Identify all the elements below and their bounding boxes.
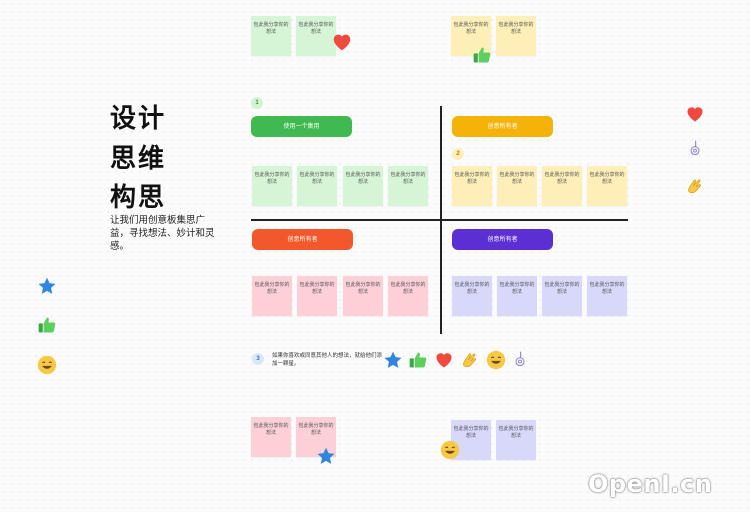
watermark: OpenI.cn [588, 470, 713, 498]
sticky-note[interactable]: 包此我分享你的想法 [451, 16, 491, 56]
title-line-2: 思维 [110, 144, 167, 174]
step-badge-2: 2 [452, 148, 464, 160]
sticky-note[interactable]: 包此我分享你的想法 [497, 166, 537, 206]
title-line-3: 构思 [110, 183, 167, 213]
heart-icon[interactable] [685, 104, 705, 124]
heart-icon[interactable] [434, 350, 454, 370]
sticky-note[interactable]: 包此我分享你的想法 [252, 276, 292, 316]
sticky-note[interactable]: 包此我分享你的想法 [496, 420, 536, 460]
thumbs-up-icon[interactable] [472, 45, 492, 65]
sticky-note[interactable]: 包此我分享你的想法 [343, 276, 383, 316]
title-line-1: 设计 [110, 104, 167, 134]
sticky-note[interactable]: 包此我分享你的想法 [452, 276, 492, 316]
sticky-note[interactable]: 包此我分享你的想法 [542, 166, 582, 206]
sticky-note[interactable]: 包此我分享你的想法 [452, 166, 492, 206]
sticky-note[interactable]: 包此我分享你的想法 [497, 276, 537, 316]
sticky-note[interactable]: 包此我分享你的想法 [296, 417, 336, 457]
sticky-note[interactable]: 包此我分享你的想法 [496, 16, 536, 56]
ok-hand-icon[interactable] [512, 350, 528, 368]
sticky-note[interactable]: 包此我分享你的想法 [252, 166, 292, 206]
sticky-note[interactable]: 包此我分享你的想法 [542, 276, 582, 316]
smile-icon[interactable] [440, 440, 460, 460]
heart-icon[interactable] [331, 31, 353, 53]
sticky-note[interactable]: 包此我分享你的想法 [388, 276, 428, 316]
sticky-note[interactable]: 包此我分享你的想法 [343, 166, 383, 206]
star-icon[interactable] [37, 276, 57, 296]
thumbs-up-icon[interactable] [408, 350, 428, 370]
pill-purple[interactable]: 创意所有者 [452, 229, 553, 250]
step-badge-1: 1 [251, 97, 263, 109]
sticky-note[interactable]: 包此我分享你的想法 [297, 166, 337, 206]
sticky-note[interactable]: 包此我分享你的想法 [388, 166, 428, 206]
step3-instruction: 如果你喜欢或同意其他人的想法，就给他们添加一颗星。 [272, 353, 383, 367]
star-icon[interactable] [316, 446, 336, 466]
sticky-note[interactable]: 包此我分享你的想法 [587, 276, 627, 316]
step-badge-3: 3 [252, 353, 264, 365]
ok-hand-icon[interactable] [687, 139, 703, 157]
pill-green[interactable]: 使用一个集用 [251, 116, 352, 137]
clapping-hands-icon[interactable] [460, 350, 480, 370]
pill-red[interactable]: 创意所有者 [252, 229, 353, 250]
sticky-note[interactable]: 包此我分享你的想法 [296, 16, 336, 56]
description: 让我们用创意板集思广益，寻找想法、妙计和灵感。 [110, 215, 215, 252]
star-icon[interactable] [383, 350, 403, 370]
sticky-note[interactable]: 包此我分享你的想法 [297, 276, 337, 316]
horizontal-axis [251, 219, 628, 221]
smile-icon[interactable] [486, 350, 506, 370]
sticky-note[interactable]: 包此我分享你的想法 [587, 166, 627, 206]
sticky-note[interactable]: 包此我分享你的想法 [251, 417, 291, 457]
smile-icon[interactable] [37, 355, 57, 375]
sticky-note[interactable]: 包此我分享你的想法 [251, 16, 291, 56]
clapping-hands-icon[interactable] [685, 176, 705, 196]
thumbs-up-icon[interactable] [37, 315, 57, 335]
pill-yellow[interactable]: 创意所有者 [452, 116, 553, 137]
